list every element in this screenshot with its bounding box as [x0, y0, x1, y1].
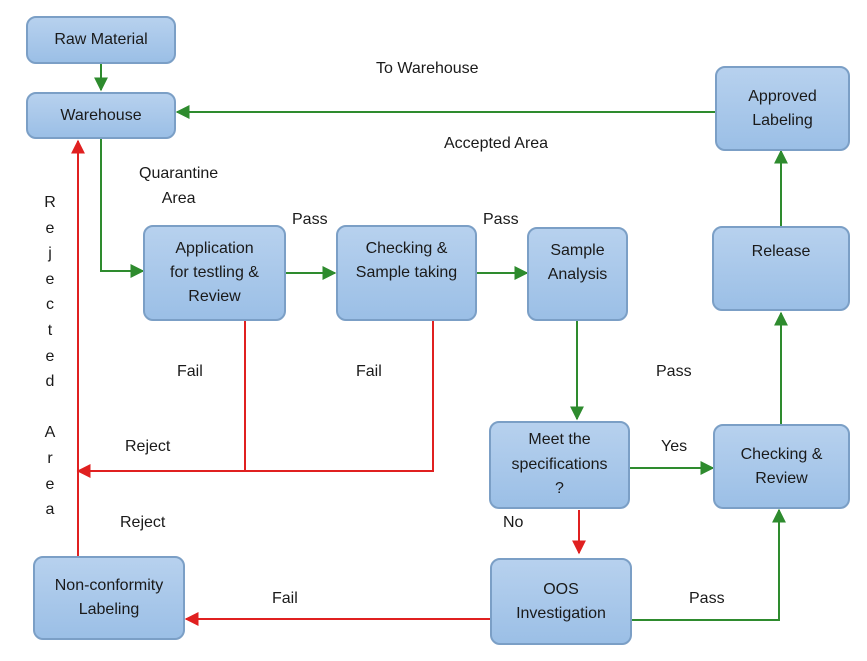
reject-label-lower: Reject	[120, 514, 166, 531]
warehouse-label: Warehouse	[60, 106, 142, 124]
arrow-oos-to-checking-review	[632, 508, 786, 621]
accepted-area-label: Accepted Area	[444, 135, 549, 152]
application-label: Application for testling & Review	[170, 240, 259, 305]
approved-labeling-label: Approved Labeling	[748, 87, 817, 129]
raw-material-box: Raw Material	[26, 16, 176, 64]
yes-label: Yes	[661, 438, 688, 455]
pass-label-oos: Pass	[689, 590, 725, 607]
meet-specifications-box: Meet the specifications ?	[489, 421, 630, 509]
checking-sample-box: Checking & Sample taking	[336, 225, 477, 321]
warehouse-box: Warehouse	[26, 92, 176, 139]
sample-analysis-label: Sample Analysis	[547, 242, 608, 283]
rejected-area-letter: c	[46, 296, 54, 314]
rejected-area-letter: e	[45, 219, 55, 237]
rejected-area-letter: r	[47, 449, 53, 467]
fail-label-application: Fail	[177, 363, 203, 380]
rejected-area-letter: t	[47, 321, 53, 339]
rejected-area-letter: e	[45, 270, 55, 288]
reject-label-upper: Reject	[125, 438, 171, 455]
checking-sample-label: Checking & Sample taking	[355, 240, 458, 281]
rejected-area-letter: e	[45, 475, 55, 493]
quarantine-area-label: Quarantine Area	[139, 165, 219, 207]
to-warehouse-label: To Warehouse	[376, 60, 479, 77]
raw-material-label: Raw Material	[54, 31, 148, 48]
rejected-area-letter	[40, 395, 60, 421]
fail-label-oos: Fail	[272, 590, 298, 607]
checking-review-box: Checking & Review	[713, 424, 850, 509]
rejected-area-letter: a	[45, 501, 55, 519]
release-box: Release	[712, 226, 850, 311]
oos-investigation-label: OOS Investigation	[516, 580, 606, 622]
no-label: No	[503, 514, 524, 531]
arrow-warehouse-to-application	[100, 139, 145, 278]
release-label: Release	[751, 243, 811, 260]
application-box: Application for testling & Review	[143, 225, 286, 321]
rejected-area-letter: A	[44, 424, 56, 442]
sample-analysis-box: Sample Analysis	[527, 227, 628, 321]
oos-investigation-box: OOS Investigation	[490, 558, 632, 645]
nonconformity-label: Non-conformity Labeling	[54, 577, 164, 618]
rejected-area-letter: R	[44, 194, 56, 211]
checking-review-label: Checking & Review	[740, 445, 823, 487]
approved-labeling-box: Approved Labeling	[715, 66, 850, 151]
rejected-area-letter: e	[45, 347, 55, 365]
pass-label-analysis: Pass	[656, 363, 692, 380]
fail-label-checking: Fail	[356, 363, 382, 380]
rejected-area-letter: d	[45, 373, 55, 391]
arrow-checking-fail-reject	[76, 321, 434, 478]
pass-label-checking: Pass	[483, 211, 519, 228]
nonconformity-box: Non-conformity Labeling	[33, 556, 185, 640]
pass-label-application: Pass	[292, 211, 328, 228]
meet-specifications-label: Meet the specifications ?	[511, 430, 608, 498]
rejected-area-letter: j	[48, 245, 52, 263]
